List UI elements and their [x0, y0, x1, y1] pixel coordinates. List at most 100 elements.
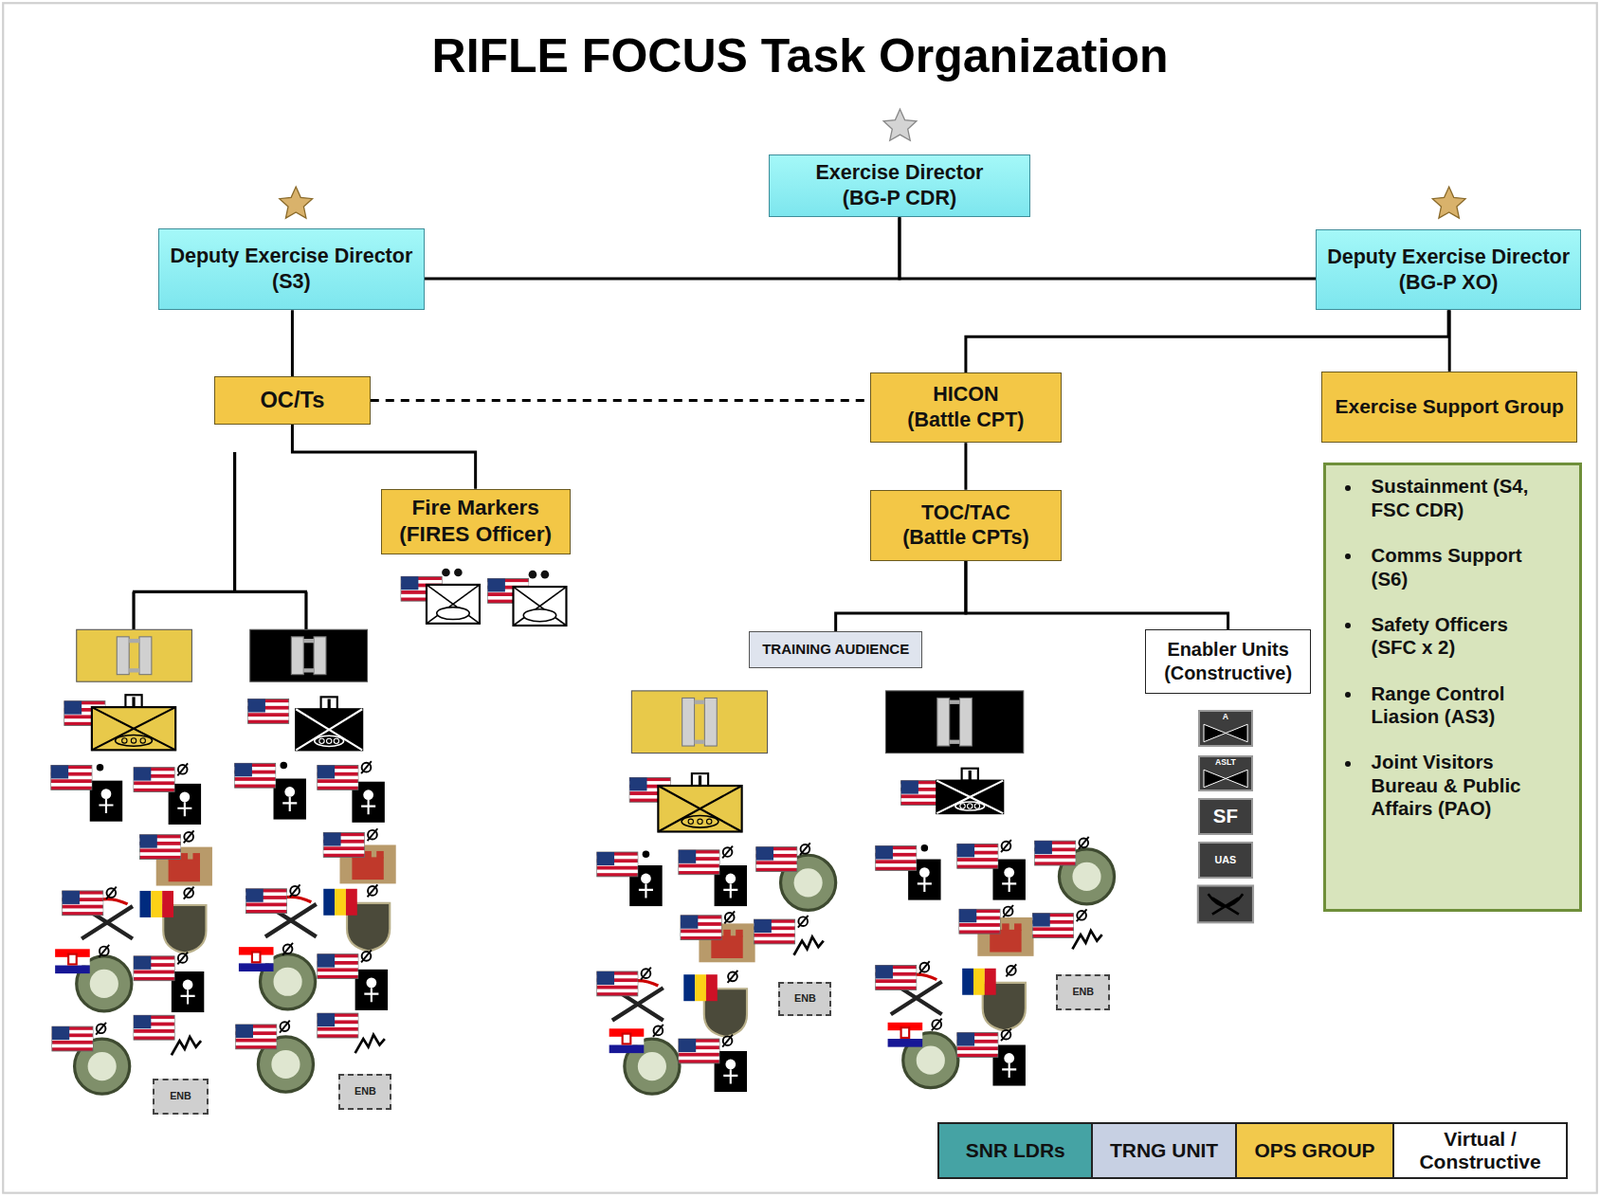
enb-box: ENB [338, 1073, 392, 1111]
track-symbol [436, 607, 470, 620]
flag-canton [957, 843, 975, 857]
flag-canton [959, 909, 977, 923]
flag-canton [629, 777, 647, 791]
enabler-symbol: A [1198, 709, 1254, 747]
node-label: (Battle CPT) [907, 407, 1024, 434]
marker-dot [541, 570, 550, 580]
flag-canton [488, 578, 506, 592]
enabler-symbol: ASLT [1198, 755, 1254, 793]
null-mark [282, 943, 293, 956]
us-flag [875, 846, 917, 872]
flag-stripe [875, 982, 917, 987]
track-wheel [960, 803, 965, 809]
flag-canton [957, 1033, 975, 1047]
hr-crest [252, 952, 261, 964]
captain-bar [704, 697, 717, 746]
flag-canton [51, 764, 69, 779]
org-line [233, 452, 237, 593]
flag-stripe [1032, 930, 1073, 935]
node-label: SF [1213, 803, 1238, 829]
ro-flag [962, 968, 974, 996]
flag-canton [597, 971, 615, 985]
round-patch [273, 967, 303, 997]
airborne-symbol [1208, 893, 1244, 915]
flag-canton [901, 781, 919, 795]
null-mark [798, 915, 809, 928]
hr-flag [888, 1038, 924, 1048]
size-dot [921, 844, 929, 853]
size-marker [327, 699, 331, 710]
skull-emblem [1072, 930, 1102, 949]
round-patch [916, 1046, 946, 1075]
node-label: Exercise Director [815, 160, 983, 186]
node-label: ENB [354, 1085, 377, 1098]
ro-flag [323, 889, 335, 916]
track-wheel [122, 738, 128, 744]
legend-swatch: TRNG UNIT [1090, 1122, 1237, 1180]
flag-canton [597, 852, 615, 866]
size-dot [96, 763, 105, 772]
node-label: HICON [932, 381, 999, 408]
symbol-cross [91, 707, 176, 750]
patch-emblem [725, 1059, 736, 1071]
rank-insignia [883, 109, 917, 141]
flag-stripe [875, 863, 917, 868]
node-label: (BG-P CDR) [842, 185, 957, 212]
flag-canton [1032, 913, 1050, 928]
null-mark [177, 952, 188, 965]
flag-canton [236, 1024, 254, 1038]
rank-insignia [1432, 186, 1466, 219]
fire-markers-box: Fire Markers(FIRES Officer) [381, 489, 571, 555]
round-patch [90, 969, 119, 999]
patch-emblem [365, 977, 377, 988]
flag-canton [875, 965, 893, 980]
track-symbol [314, 735, 345, 746]
bowtie-symbol [1203, 769, 1248, 788]
null-mark [361, 949, 372, 963]
us-flag [235, 763, 276, 788]
captain-bar [303, 638, 314, 643]
patch-emblem [1001, 1063, 1017, 1078]
captain-box [885, 690, 1023, 754]
flag-stripe [959, 927, 1000, 931]
flag-stripe [248, 716, 290, 721]
bullet [1345, 485, 1351, 491]
captain-bar [116, 636, 129, 675]
flag-stripe [62, 908, 104, 912]
org-line [132, 590, 308, 594]
round-patch [1072, 862, 1101, 891]
castle-emblem [192, 853, 200, 861]
symbol-cross [657, 785, 742, 832]
us-flag [248, 699, 290, 725]
hr-flag [54, 965, 91, 975]
bullet [1345, 553, 1351, 560]
node-label: ENB [169, 1090, 192, 1103]
track-wheel [697, 818, 703, 824]
us-flag [133, 1015, 175, 1040]
null-mark [931, 1018, 943, 1032]
track-wheel [319, 738, 325, 744]
toc-box: TOC/TAC(Battle CPTs) [870, 490, 1061, 562]
us-flag [680, 915, 722, 941]
flag-stripe [133, 784, 175, 789]
us-flag [317, 1013, 359, 1038]
bullet [1345, 691, 1351, 698]
flag-canton [139, 835, 157, 849]
node-label: ASLT [1215, 758, 1237, 767]
ro-flag [694, 974, 707, 1001]
null-mark [724, 910, 735, 924]
size-marker [698, 775, 702, 786]
patch-emblem [640, 873, 652, 885]
node-label: Fire Markers [411, 494, 539, 522]
node-label: Deputy Exercise Director [169, 243, 413, 270]
ro-flag [162, 890, 174, 918]
us-flag [62, 890, 104, 916]
page-title: RIFLE FOCUS Task Organization [0, 28, 1600, 84]
null-mark [279, 1020, 291, 1034]
patch-emblem [98, 799, 113, 814]
patch-emblem [182, 980, 194, 991]
round-patch [88, 1052, 117, 1081]
track-symbol [955, 801, 985, 811]
flag-stripe [317, 971, 359, 976]
marker-dot [528, 570, 538, 580]
